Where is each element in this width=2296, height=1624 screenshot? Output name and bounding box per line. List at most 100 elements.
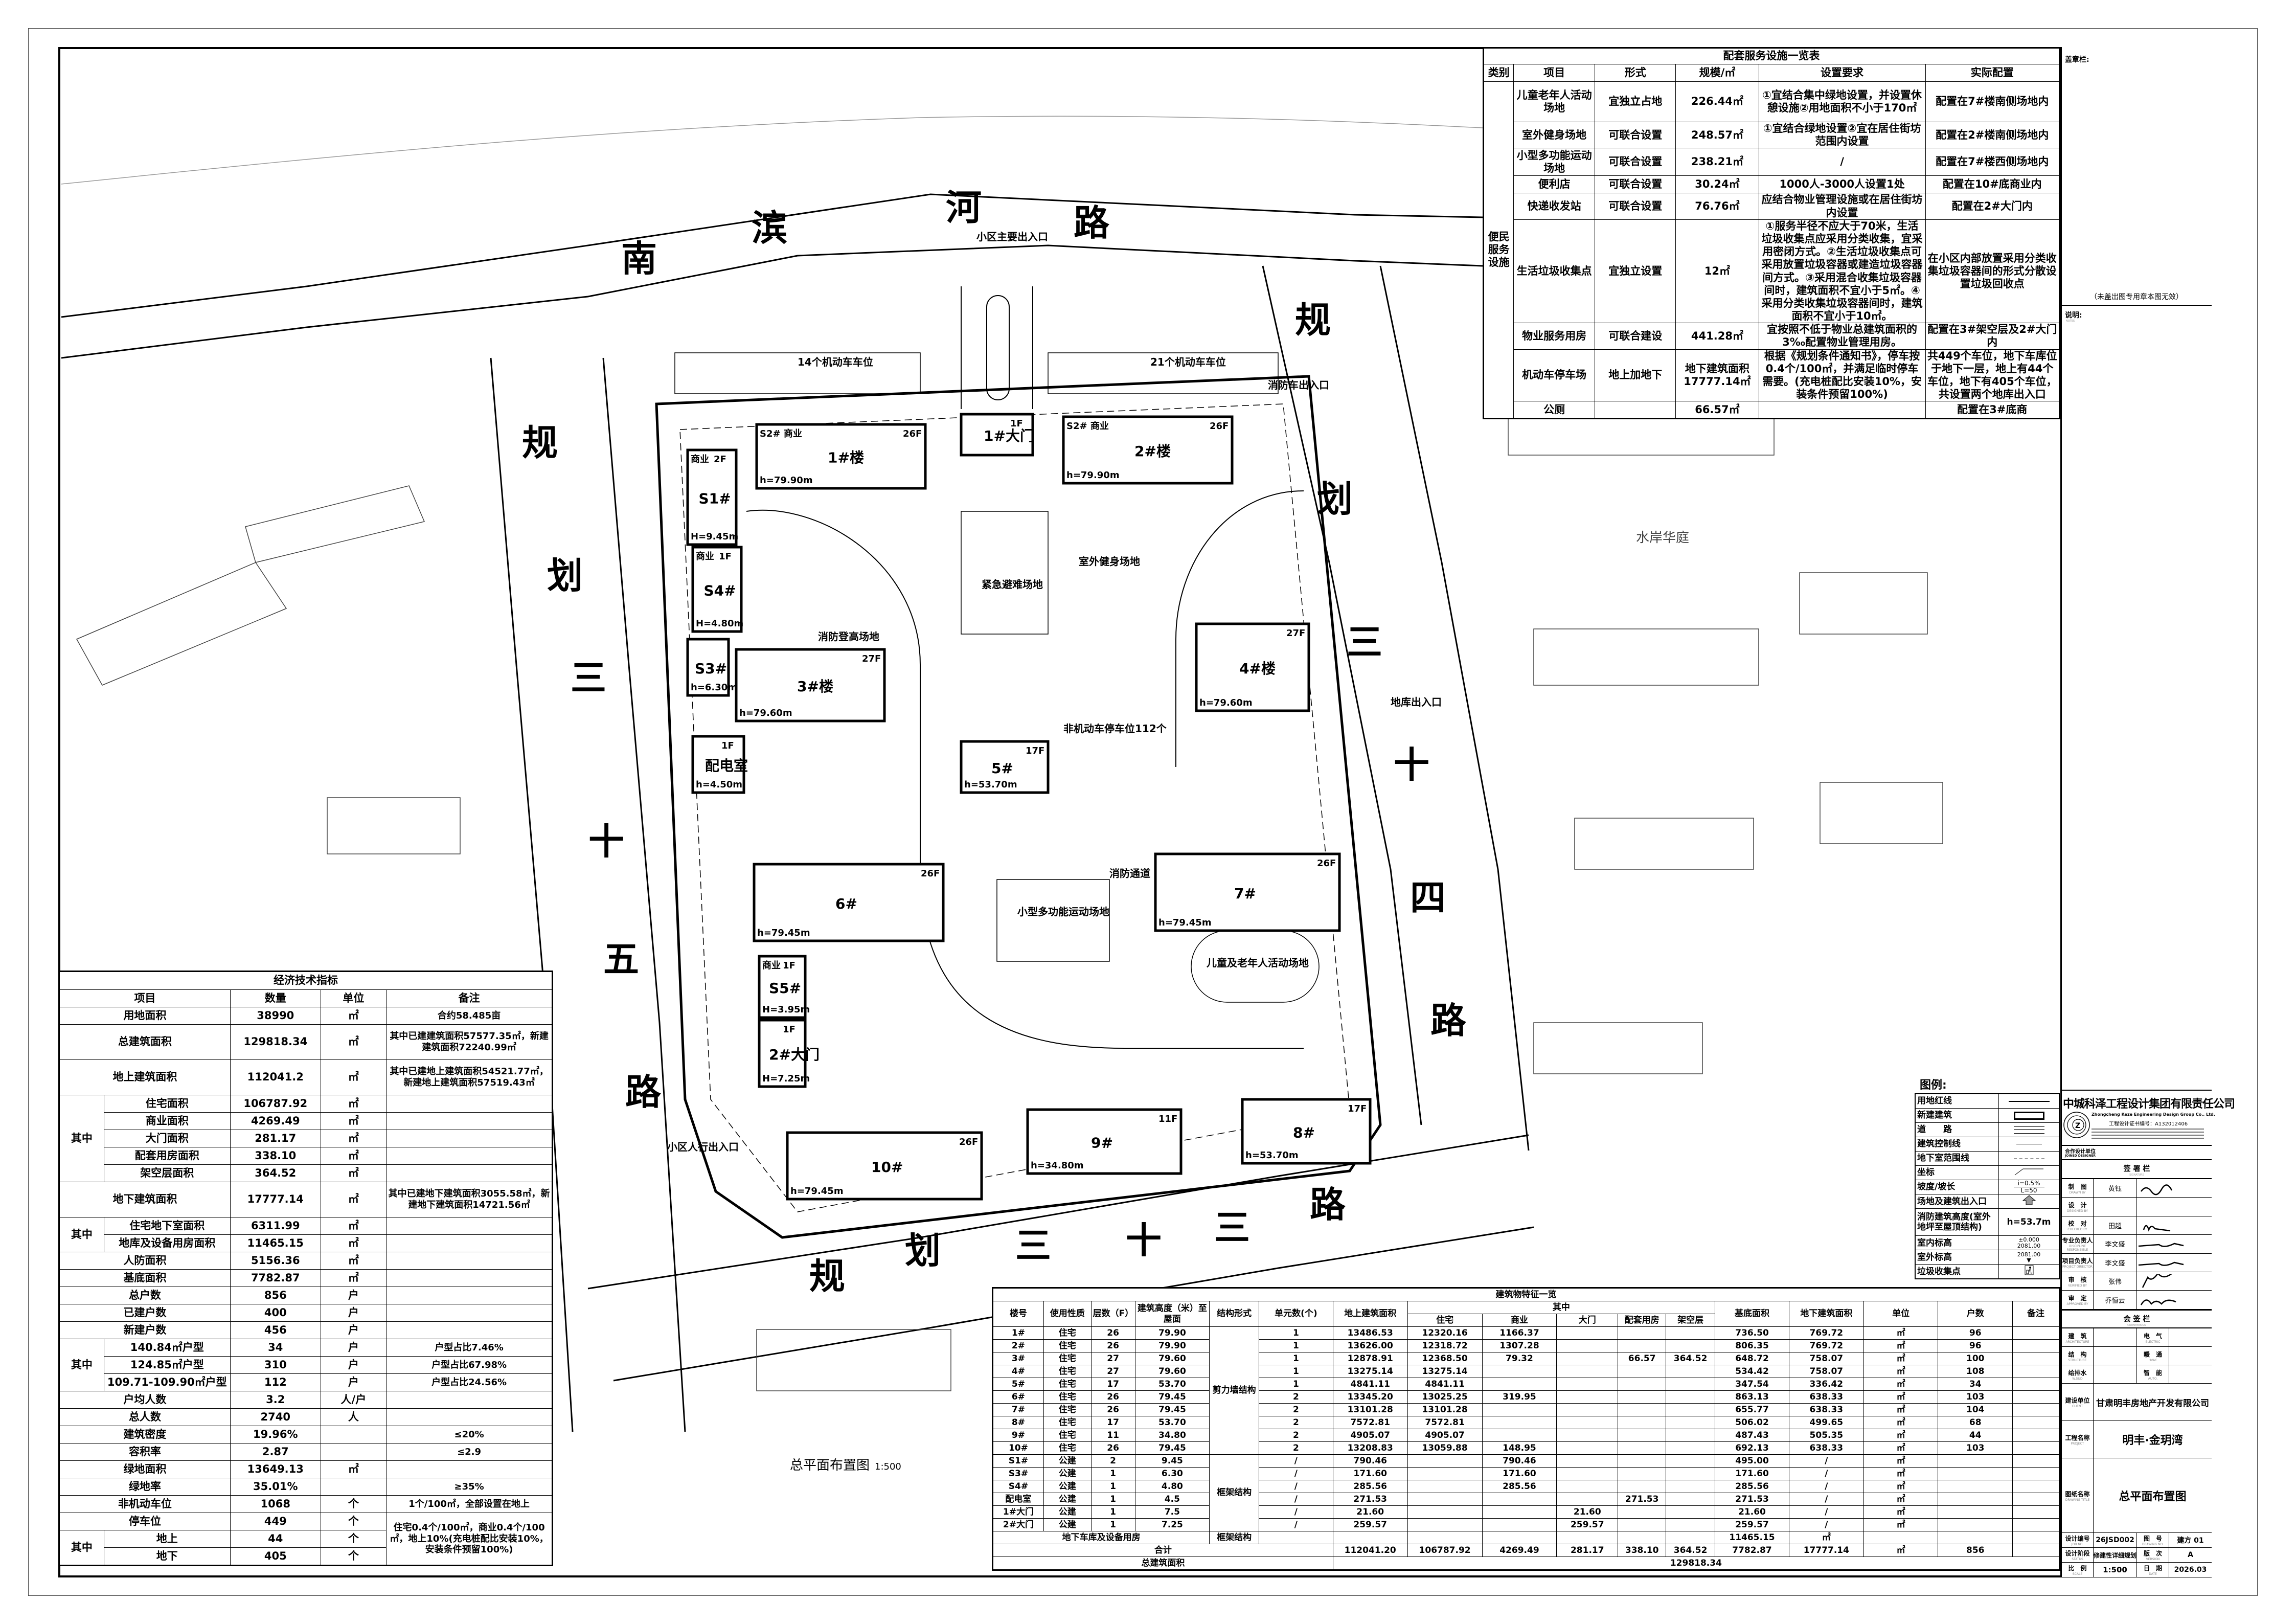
total-base: 7782.87 — [1715, 1544, 1789, 1557]
discipline: 给排水 — [2068, 1369, 2087, 1377]
building-cell: 68 — [1938, 1416, 2013, 1429]
signature-header-en: SIGNATURE — [2129, 1174, 2144, 1177]
indicator-unit: ㎡ — [320, 1007, 387, 1025]
legend-label: 坡度/坡长 — [1915, 1179, 1999, 1195]
grand-total-label: 总建筑面积 — [992, 1557, 1333, 1570]
indicator-value: 34 — [230, 1339, 321, 1357]
cell-actual: 配置在2#大门内 — [1925, 193, 2060, 220]
road-name-char: 十 — [588, 821, 624, 863]
indicator-name: 停车位 — [59, 1513, 231, 1530]
building-cell: 79.45 — [1134, 1390, 1210, 1404]
road-name-char: 滨 — [752, 207, 787, 249]
building-cell — [1938, 1518, 2013, 1531]
indicator-name: 建筑密度 — [59, 1426, 231, 1443]
building-cell — [2012, 1454, 2060, 1468]
indicator-unit: ㎡ — [320, 1182, 387, 1217]
handwritten-signature — [2143, 1225, 2171, 1232]
plan-annotation: 地库出入口 — [1391, 696, 1442, 708]
legend-label: 场地及建筑出入口 — [1915, 1194, 1999, 1209]
table-title-row: 配套服务设施一览表 — [1483, 48, 2060, 64]
building-cell: 13101.28 — [1407, 1403, 1483, 1416]
building-cell: 12368.50 — [1407, 1352, 1483, 1365]
column-header: 户数 — [1938, 1301, 2013, 1327]
building-label: 1#楼 — [828, 449, 864, 466]
indicator-value: 129818.34 — [230, 1024, 321, 1060]
indicator-name: 总户数 — [59, 1287, 231, 1304]
existing-building — [1574, 818, 1754, 870]
building-cell: 259.57 — [1715, 1518, 1789, 1531]
indoor-zero: ±0.000 — [2018, 1236, 2039, 1243]
road-name-char: 划 — [547, 555, 583, 597]
indicator-unit: 户 — [320, 1339, 387, 1357]
building-cell — [1618, 1429, 1667, 1442]
building-cell: 790.46 — [1332, 1454, 1408, 1468]
building-cell: S4# — [992, 1480, 1044, 1493]
building-height: h=79.90m — [1066, 470, 1120, 481]
indicator-name: 户均人数 — [59, 1391, 231, 1409]
building-sub-label: 商业 — [696, 551, 714, 562]
building-cell — [1618, 1480, 1667, 1493]
column-header: 备注 — [386, 989, 553, 1007]
existing-building — [1533, 628, 1759, 686]
drawing_no-value: 建方 01 — [2177, 1537, 2204, 1545]
legend-symbol: i=0.5%L=50 — [1998, 1179, 2060, 1195]
building-cell: 271.53 — [1618, 1493, 1667, 1506]
legend-symbol — [1998, 1137, 2060, 1152]
building-cell — [1407, 1467, 1483, 1480]
building-cell — [1618, 1365, 1667, 1378]
building-outline — [691, 735, 745, 794]
building-floors: 17F — [1026, 746, 1044, 756]
road-name-char: 河 — [946, 187, 982, 229]
total-under: 17777.14 — [1788, 1544, 1864, 1557]
indicator-name: 人防面积 — [59, 1252, 231, 1270]
stamp-notice: （未盖出图专用章本图无效） — [2090, 293, 2183, 301]
table-title: 配套服务设施一览表 — [1483, 48, 2060, 64]
plan-annotation: 消防通道 — [1109, 867, 1150, 879]
building-cell: 6# — [992, 1390, 1044, 1404]
indicator-unit: ㎡ — [320, 1252, 387, 1270]
handwritten-signature — [2142, 1274, 2172, 1288]
indicator-value: 112041.2 — [230, 1059, 321, 1095]
building-cell: 7572.81 — [1332, 1416, 1408, 1429]
company-name: 中城科泽工程设计集团有限责任公司 — [2063, 1098, 2235, 1111]
cell-req: 应结合物业管理设施或在居住街坊内设置 — [1758, 193, 1926, 220]
building-cell: 住宅 — [1043, 1403, 1092, 1416]
client-value: 甘肃明丰房地产开发有限公司 — [2096, 1398, 2209, 1409]
road-name-char: 十 — [1394, 744, 1429, 786]
signer-name: 李文盛 — [2094, 1235, 2137, 1253]
road-name-char: 四 — [1410, 877, 1446, 919]
building-cell: 4905.07 — [1407, 1429, 1483, 1442]
building-height: h=6.30m — [691, 682, 737, 693]
building-cell: 公建 — [1043, 1505, 1092, 1519]
indicator-value: 449 — [230, 1513, 321, 1530]
project-value: 明丰·金玥湾 — [2122, 1434, 2183, 1447]
plan-annotation: 消防车出入口 — [1268, 379, 1329, 391]
group-label: 其中 — [59, 1339, 104, 1391]
cell-req: ①宜结合集中绿地设置，并设置休憩设施②用地面积不小于170㎡ — [1758, 81, 1926, 122]
building-cell: 2 — [1259, 1403, 1333, 1416]
column-header: 形式 — [1595, 64, 1676, 82]
indicator-value: 400 — [230, 1304, 321, 1322]
indicator-note — [386, 1217, 553, 1235]
countersign-header-label: 会 签 栏 — [2123, 1315, 2150, 1323]
building-cell — [1618, 1467, 1667, 1480]
discipline-en: ARCHITECTURE — [2065, 1340, 2089, 1344]
cell-actual: 在小区内部放置采用分类收集垃圾容器间的形式分散设置垃圾回收点 — [1925, 219, 2060, 324]
existing-building — [76, 562, 287, 686]
indicator-note — [386, 1304, 553, 1322]
building-cell: 103 — [1938, 1441, 2013, 1455]
